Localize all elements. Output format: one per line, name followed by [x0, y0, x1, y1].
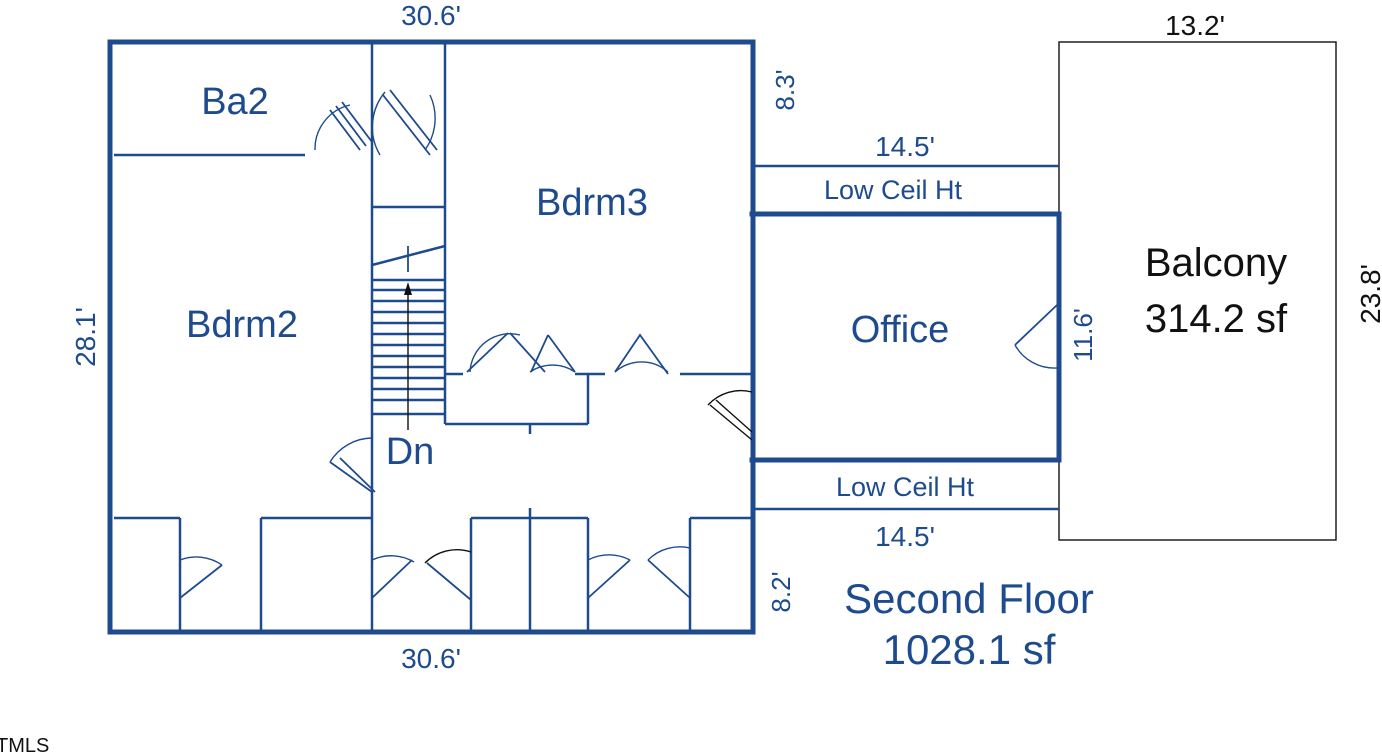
stairs-down-label: Dn	[386, 431, 435, 473]
room-office: Office	[851, 309, 950, 351]
room-bdrm3: Bdrm3	[536, 182, 648, 224]
balcony-outline	[1058, 41, 1337, 541]
dim-office-top: 14.5'	[875, 131, 935, 162]
dim-top: 30.6'	[401, 0, 461, 31]
balcony-area: 314.2 sf	[1145, 297, 1288, 341]
dim-office-bottom: 14.5'	[875, 521, 935, 552]
floor-area: 1028.1 sf	[883, 626, 1056, 673]
dim-left: 28.1'	[70, 307, 101, 367]
dim-bottom: 30.6'	[401, 643, 461, 674]
dim-office-side: 11.6'	[1068, 308, 1098, 362]
dim-right-top: 8.3'	[770, 69, 800, 110]
exterior-walls	[107, 39, 756, 635]
watermark: TMLS	[0, 735, 49, 756]
balcony-name: Balcony	[1145, 241, 1287, 285]
low-ceil-bottom-label: Low Ceil Ht	[836, 472, 975, 502]
low-ceil-top-label: Low Ceil Ht	[824, 175, 963, 205]
floor-name: Second Floor	[844, 575, 1094, 622]
stair-arrow-icon	[404, 282, 412, 295]
doors	[179, 89, 1058, 601]
dim-right-bottom: 8.2'	[766, 571, 796, 612]
dim-balcony-height: 23.8'	[1355, 264, 1382, 324]
room-ba2: Ba2	[201, 81, 269, 123]
dim-balcony-width: 13.2'	[1165, 10, 1225, 41]
office-walls	[749, 211, 1062, 463]
staircase	[371, 244, 446, 430]
room-bdrm2: Bdrm2	[186, 304, 298, 346]
